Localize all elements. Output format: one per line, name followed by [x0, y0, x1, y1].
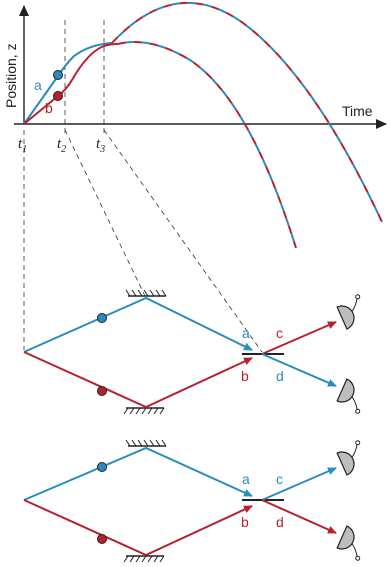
output-c-upper — [261, 321, 337, 355]
mirror-hatch-icon — [123, 407, 165, 415]
label-a-lower: a — [242, 471, 250, 487]
label-b-upper: b — [241, 368, 249, 384]
path-a-lower — [23, 446, 253, 501]
interferometer-upper: a b c d — [23, 289, 361, 415]
output-c-lower — [261, 467, 337, 501]
x-axis-label: Time — [342, 103, 373, 119]
t1-label: t1 — [18, 136, 27, 155]
atom-dot-icon — [97, 313, 107, 323]
output-d-lower — [261, 499, 337, 534]
detector-icon — [336, 440, 361, 476]
atom-dot-icon — [97, 386, 107, 396]
projection-lines — [23, 129, 263, 353]
label-d-upper: d — [276, 368, 284, 384]
mirror-hatch-icon — [125, 439, 167, 447]
mirror-hatch-icon — [123, 555, 165, 563]
path-b-lower — [23, 499, 253, 557]
mirror-hatch-icon — [125, 289, 167, 297]
curve-label-a: a — [34, 77, 42, 93]
label-b-lower: b — [241, 514, 249, 530]
detector-icon — [336, 294, 361, 330]
position-time-plot: Position, z Time t1 t2 t3 a b — [3, 2, 387, 249]
label-a-upper: a — [242, 325, 250, 341]
y-axis-label: Position, z — [3, 43, 19, 108]
atom-dot-icon — [53, 91, 63, 101]
trajectory-b-solid — [23, 43, 119, 125]
t2-label: t2 — [57, 136, 66, 155]
atom-dot-icon — [97, 534, 107, 544]
trajectory-a-solid — [23, 42, 113, 125]
trajectory-big-arc — [111, 2, 383, 223]
path-b-upper — [23, 351, 253, 409]
label-c-lower: c — [276, 471, 283, 487]
curve-label-b: b — [45, 100, 53, 116]
detector-icon — [336, 378, 361, 414]
path-a-upper — [23, 296, 253, 353]
interferometer-lower: a b c d — [23, 439, 361, 563]
atom-dot-icon — [53, 70, 63, 80]
label-d-lower: d — [276, 514, 284, 530]
detector-icon — [336, 525, 361, 561]
atom-dot-icon — [97, 462, 107, 472]
output-d-upper — [261, 353, 337, 387]
t3-label: t3 — [96, 136, 105, 155]
label-c-upper: c — [276, 325, 283, 341]
trajectory-small-arc — [117, 41, 297, 249]
